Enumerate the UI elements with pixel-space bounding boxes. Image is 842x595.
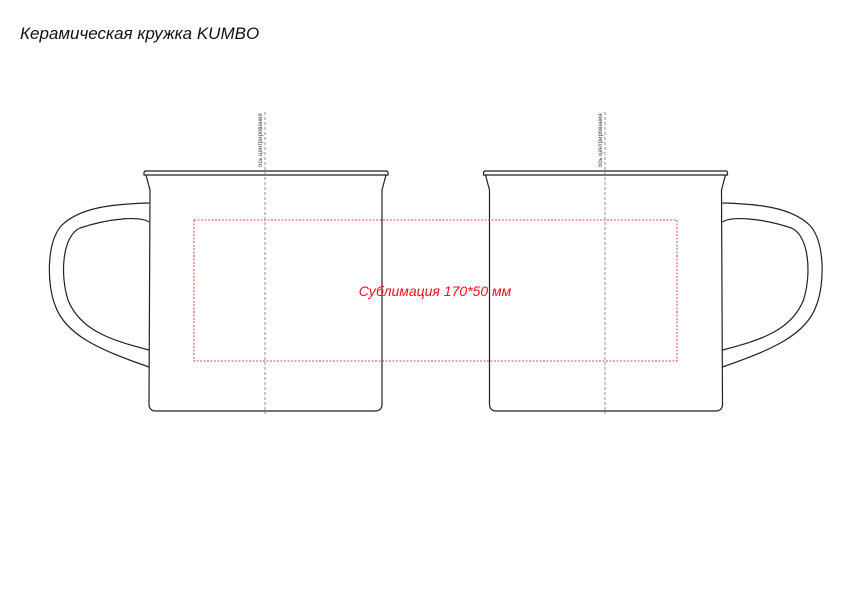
mug-left: [48, 170, 389, 412]
axis-label-left: ось центрирования: [258, 113, 264, 167]
axis-label-right: ось центрирования: [598, 113, 604, 167]
print-area-label: Сублимация 170*50 мм: [359, 283, 512, 299]
mug-right: [482, 170, 823, 412]
print-area: [193, 219, 678, 362]
page-title: Керамическая кружка KUMBO: [20, 24, 260, 43]
